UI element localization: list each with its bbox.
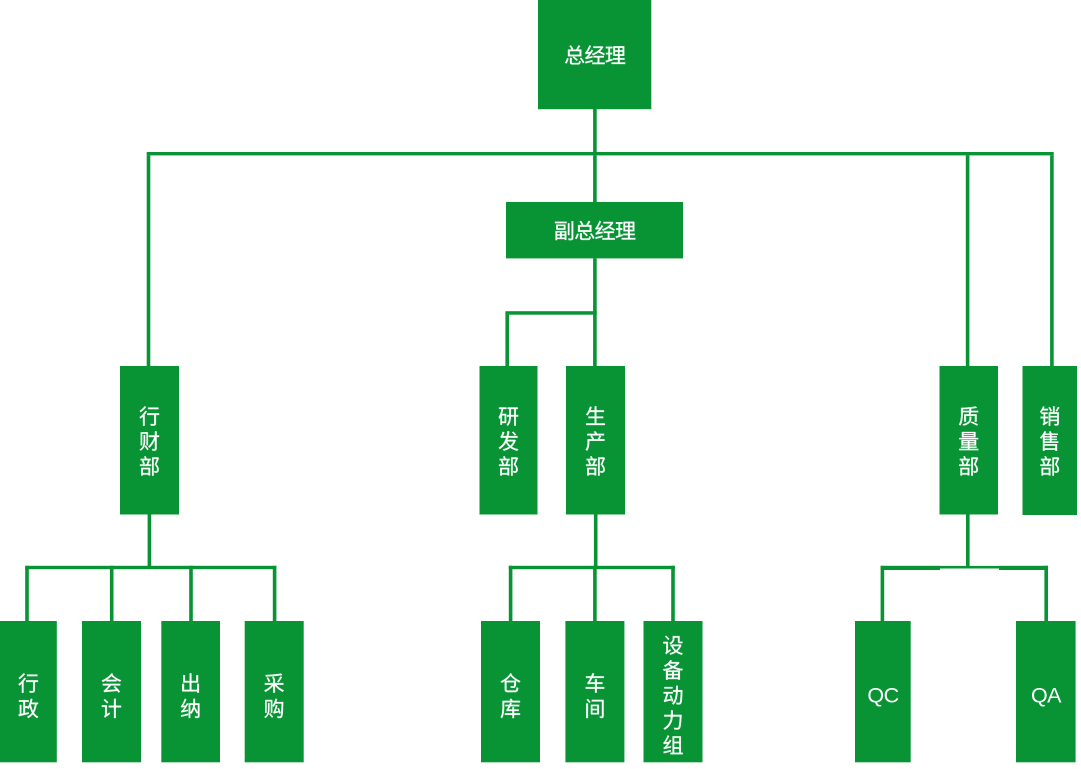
- svg-text:QA: QA: [1031, 684, 1062, 708]
- svg-text:QC: QC: [867, 684, 898, 708]
